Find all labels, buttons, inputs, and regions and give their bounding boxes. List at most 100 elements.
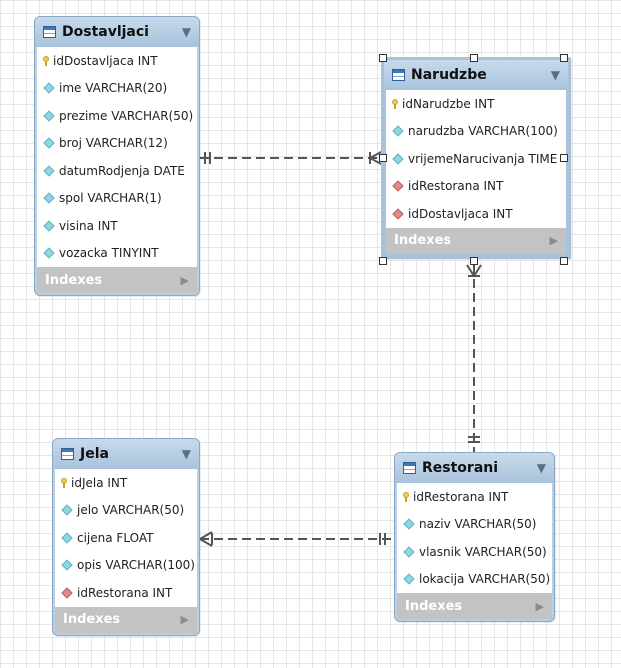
field-row[interactable]: vlasnik VARCHAR(50) bbox=[397, 538, 552, 566]
field-label: idRestorana INT bbox=[77, 585, 173, 600]
field-label: jelo VARCHAR(50) bbox=[77, 503, 185, 518]
indexes-bar[interactable]: Indexes ▶ bbox=[397, 593, 552, 619]
field-row[interactable]: ime VARCHAR(20) bbox=[37, 75, 197, 103]
field-label: opis VARCHAR(100) bbox=[77, 558, 195, 573]
expand-arrow-icon[interactable]: ▶ bbox=[549, 234, 558, 247]
field-label: vozacka TINYINT bbox=[59, 246, 159, 261]
chevron-down-icon[interactable]: ▼ bbox=[181, 447, 191, 461]
chevron-down-icon[interactable]: ▼ bbox=[181, 25, 191, 39]
table-restorani[interactable]: Restorani ▼ idRestorana INT naziv VARCHA… bbox=[394, 452, 555, 622]
field-label: vlasnik VARCHAR(50) bbox=[419, 544, 547, 559]
column-diamond-icon bbox=[43, 82, 55, 94]
field-row[interactable]: prezime VARCHAR(50) bbox=[37, 102, 197, 130]
resize-handle[interactable] bbox=[379, 54, 387, 62]
indexes-bar[interactable]: Indexes ▶ bbox=[55, 606, 197, 633]
field-row[interactable]: visina INT bbox=[37, 212, 197, 240]
field-list: idDostavljaca INT ime VARCHAR(20) prezim… bbox=[37, 47, 197, 267]
indexes-bar[interactable]: Indexes ▶ bbox=[37, 267, 197, 293]
field-label: lokacija VARCHAR(50) bbox=[419, 572, 551, 587]
expand-arrow-icon[interactable]: ▶ bbox=[180, 613, 189, 626]
field-label: idDostavljaca INT bbox=[53, 53, 158, 68]
column-diamond-icon bbox=[43, 137, 55, 149]
crowfoot bbox=[369, 157, 384, 166]
column-diamond-icon bbox=[43, 165, 55, 177]
primary-key-icon bbox=[43, 55, 49, 66]
field-row[interactable]: datumRodjenja DATE bbox=[37, 157, 197, 185]
field-row[interactable]: idRestorana INT bbox=[397, 483, 552, 511]
field-row[interactable]: idRestorana INT bbox=[55, 579, 197, 607]
crowfoot bbox=[369, 150, 384, 159]
column-diamond-icon bbox=[403, 518, 415, 530]
resize-handle[interactable] bbox=[560, 257, 568, 265]
column-diamond-icon bbox=[403, 546, 415, 558]
field-label: idNarudzbe INT bbox=[402, 96, 495, 111]
table-header[interactable]: Narudzbe ▼ bbox=[384, 60, 568, 90]
foreign-key-diamond-icon bbox=[392, 208, 404, 220]
field-row[interactable]: idDostavljaca INT bbox=[37, 47, 197, 75]
field-row[interactable]: idDostavljaca INT bbox=[386, 200, 566, 228]
column-diamond-icon bbox=[43, 220, 55, 232]
field-row[interactable]: idRestorana INT bbox=[386, 173, 566, 201]
field-label: visina INT bbox=[59, 218, 118, 233]
indexes-bar[interactable]: Indexes ▶ bbox=[386, 227, 566, 254]
field-row[interactable]: broj VARCHAR(12) bbox=[37, 130, 197, 158]
table-narudzbe[interactable]: Narudzbe ▼ idNarudzbe INT narudzba VARCH… bbox=[381, 57, 571, 259]
foreign-key-diamond-icon bbox=[392, 180, 404, 192]
table-title: Narudzbe bbox=[411, 67, 487, 83]
resize-handle[interactable] bbox=[379, 257, 387, 265]
column-diamond-icon bbox=[403, 573, 415, 585]
field-row[interactable]: naziv VARCHAR(50) bbox=[397, 511, 552, 539]
resize-handle[interactable] bbox=[470, 54, 478, 62]
resize-handle[interactable] bbox=[560, 54, 568, 62]
table-title: Jela bbox=[80, 446, 109, 462]
expand-arrow-icon[interactable]: ▶ bbox=[535, 599, 544, 613]
field-row[interactable]: vrijemeNarucivanja TIME bbox=[386, 145, 566, 173]
field-label: idRestorana INT bbox=[408, 179, 504, 194]
indexes-label: Indexes bbox=[63, 612, 121, 627]
field-list: idNarudzbe INT narudzba VARCHAR(100) vri… bbox=[386, 90, 566, 228]
field-row[interactable]: idNarudzbe INT bbox=[386, 90, 566, 118]
crowfoot bbox=[473, 264, 482, 277]
table-dostavljaci[interactable]: Dostavljaci ▼ idDostavljaca INT ime VARC… bbox=[34, 16, 200, 296]
resize-handle[interactable] bbox=[470, 257, 478, 265]
column-diamond-icon bbox=[43, 247, 55, 259]
field-label: idJela INT bbox=[71, 475, 128, 490]
field-label: datumRodjenja DATE bbox=[59, 163, 185, 178]
field-label: broj VARCHAR(12) bbox=[59, 136, 168, 151]
resize-handle[interactable] bbox=[560, 154, 568, 162]
table-header[interactable]: Dostavljaci ▼ bbox=[35, 17, 199, 47]
column-diamond-icon bbox=[61, 504, 73, 516]
chevron-down-icon[interactable]: ▼ bbox=[536, 461, 546, 475]
column-diamond-icon bbox=[43, 192, 55, 204]
field-label: prezime VARCHAR(50) bbox=[59, 108, 194, 123]
indexes-label: Indexes bbox=[45, 272, 103, 288]
field-row[interactable]: vozacka TINYINT bbox=[37, 240, 197, 268]
field-label: idRestorana INT bbox=[413, 489, 509, 504]
table-icon bbox=[403, 462, 416, 474]
table-header[interactable]: Restorani ▼ bbox=[395, 453, 554, 483]
primary-key-icon bbox=[392, 98, 398, 109]
table-header[interactable]: Jela ▼ bbox=[53, 439, 199, 469]
field-label: vrijemeNarucivanja TIME bbox=[408, 151, 558, 166]
field-row[interactable]: jelo VARCHAR(50) bbox=[55, 497, 197, 525]
field-list: idJela INT jelo VARCHAR(50) cijena FLOAT… bbox=[55, 469, 197, 607]
column-diamond-icon bbox=[61, 532, 73, 544]
primary-key-icon bbox=[61, 477, 67, 488]
column-diamond-icon bbox=[61, 559, 73, 571]
resize-handle[interactable] bbox=[379, 154, 387, 162]
field-row[interactable]: narudzba VARCHAR(100) bbox=[386, 118, 566, 146]
field-row[interactable]: opis VARCHAR(100) bbox=[55, 552, 197, 580]
indexes-label: Indexes bbox=[394, 233, 452, 248]
field-row[interactable]: cijena FLOAT bbox=[55, 524, 197, 552]
foreign-key-diamond-icon bbox=[61, 587, 73, 599]
field-row[interactable]: idJela INT bbox=[55, 469, 197, 497]
field-label: idDostavljaca INT bbox=[408, 206, 513, 221]
expand-arrow-icon[interactable]: ▶ bbox=[180, 273, 189, 287]
chevron-down-icon[interactable]: ▼ bbox=[550, 68, 560, 82]
table-jela[interactable]: Jela ▼ idJela INT jelo VARCHAR(50) cijen… bbox=[52, 438, 200, 636]
table-icon bbox=[43, 26, 56, 38]
field-row[interactable]: spol VARCHAR(1) bbox=[37, 185, 197, 213]
field-row[interactable]: lokacija VARCHAR(50) bbox=[397, 566, 552, 594]
table-icon bbox=[392, 69, 405, 81]
